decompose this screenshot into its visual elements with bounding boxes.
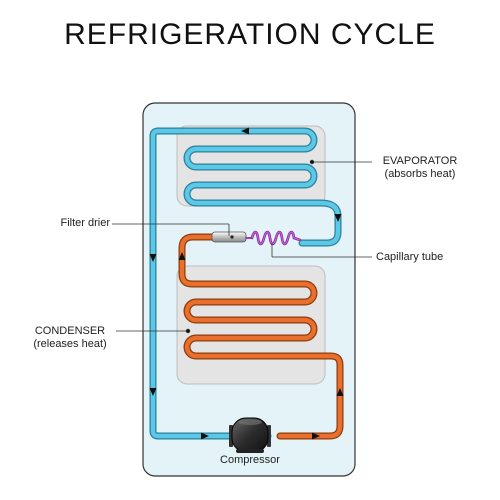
arrow-cond-up [178, 252, 186, 260]
evaporator-title: EVAPORATOR [382, 155, 458, 167]
evaporator-label: EVAPORATOR (absorbs heat) [375, 155, 465, 181]
arrow-top [241, 127, 249, 135]
arrow-bottom-left [201, 432, 209, 440]
condenser-label: CONDENSER (releases heat) [25, 325, 115, 351]
arrow-left-down-2 [149, 388, 157, 396]
compressor [229, 417, 271, 453]
evaporator-coil [149, 127, 342, 440]
filter-drier-dot [230, 235, 234, 239]
condenser-title: CONDENSER [34, 325, 106, 337]
arrow-left-down-1 [149, 254, 157, 262]
evaporator-note: (absorbs heat) [384, 168, 456, 180]
leader-lines [112, 159, 372, 334]
arrow-evap-right [334, 214, 342, 222]
capillary-tube-label: Capillary tube [376, 251, 444, 263]
flow-arrows [149, 127, 344, 440]
capillary-tube [245, 230, 302, 246]
arrow-right-up [336, 388, 344, 396]
filter-drier-label: Filter drier [60, 217, 110, 229]
diagram-title: REFRIGERATION CYCLE [64, 18, 436, 51]
condenser-note: (releases heat) [33, 338, 107, 350]
condenser-coil [178, 233, 344, 440]
arrow-bottom-right [312, 432, 320, 440]
compressor-label: Compressor [220, 454, 280, 466]
